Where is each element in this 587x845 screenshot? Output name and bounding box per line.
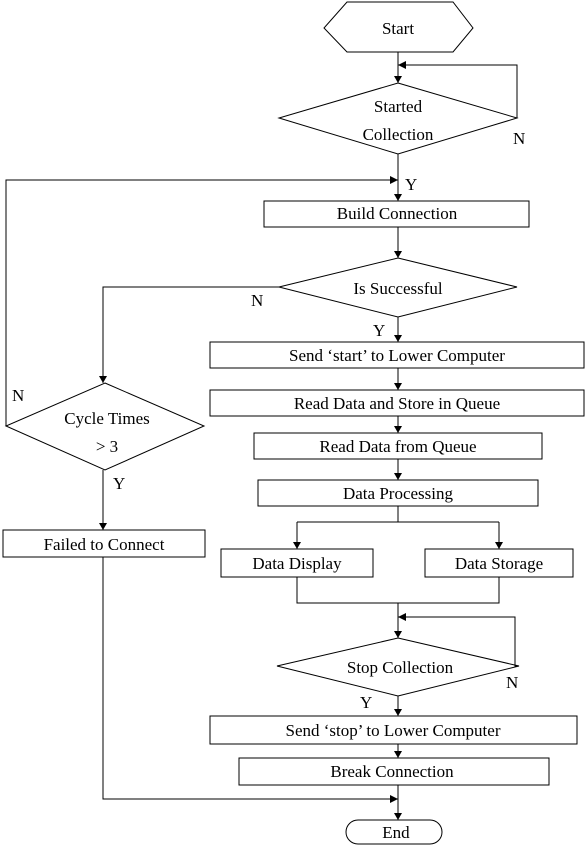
start-terminator [323,1,474,53]
stop-no-label: N [506,673,518,692]
send-start-box [209,341,585,369]
data-processing-box [257,479,539,507]
arrowhead-down [99,376,107,383]
send-start-label: Send ‘start’ to Lower Computer [289,346,505,365]
send-stop-box [209,715,578,745]
cycle-yes-label: Y [113,474,125,493]
data-storage-label: Data Storage [455,554,543,573]
arrowhead-down [394,813,402,820]
read-store-queue-label: Read Data and Store in Queue [294,394,500,413]
cycle-times-label-line2: > 3 [96,437,118,456]
cycle-times-label-line1: Cycle Times [64,409,150,428]
connector-stop-no-loop [398,616,519,667]
arrowhead-down [394,76,402,83]
data-processing-label: Data Processing [343,484,454,503]
arrowhead-down [99,523,107,530]
connector-success-no [102,286,279,383]
connector-started-no-loop [398,64,518,118]
arrowhead-down [394,426,402,433]
arrowhead-down [394,251,402,258]
started-yes-label: Y [405,175,417,194]
end-terminator [345,819,443,845]
arrowhead-right [390,176,398,184]
break-connection-box [238,757,550,786]
started-no-label: N [513,129,525,148]
started-collection-label-line1: Started [374,97,423,116]
connector-merge-bar [296,577,500,604]
end-label: End [382,823,410,842]
failed-to-connect-box [2,529,206,558]
arrowhead-left [398,613,406,621]
connector-failed-to-end [102,557,398,800]
stop-collection-label: Stop Collection [347,658,454,677]
read-from-queue-label: Read Data from Queue [319,437,476,456]
success-yes-label: Y [373,321,385,340]
arrowhead-down [394,709,402,716]
arrowhead-down [394,631,402,638]
cycle-no-label: N [12,386,24,405]
arrowhead-left [398,61,406,69]
failed-to-connect-label: Failed to Connect [44,535,165,554]
started-collection-label-line2: Collection [363,125,434,144]
arrowhead-down [394,751,402,758]
data-display-box [220,548,374,578]
send-stop-label: Send ‘stop’ to Lower Computer [286,721,501,740]
build-connection-label: Build Connection [337,204,458,223]
stop-yes-label: Y [360,693,372,712]
start-label: Start [382,19,414,38]
arrowhead-down [293,542,301,549]
is-successful-label: Is Successful [353,279,443,298]
cycle-times-decision [4,382,206,471]
connector-retry-loop [5,179,398,426]
build-connection-box [263,200,530,228]
success-no-label: N [251,291,263,310]
arrowhead-down [394,473,402,480]
read-store-queue-box [209,389,585,417]
data-display-label: Data Display [252,554,342,573]
arrowhead-down [394,383,402,390]
arrowhead-right [390,795,398,803]
arrowhead-down [394,194,402,201]
connectors [5,52,519,820]
arrowhead-down [394,335,402,342]
break-connection-label: Break Connection [330,762,454,781]
arrowhead-down [495,542,503,549]
read-from-queue-box [253,432,543,460]
